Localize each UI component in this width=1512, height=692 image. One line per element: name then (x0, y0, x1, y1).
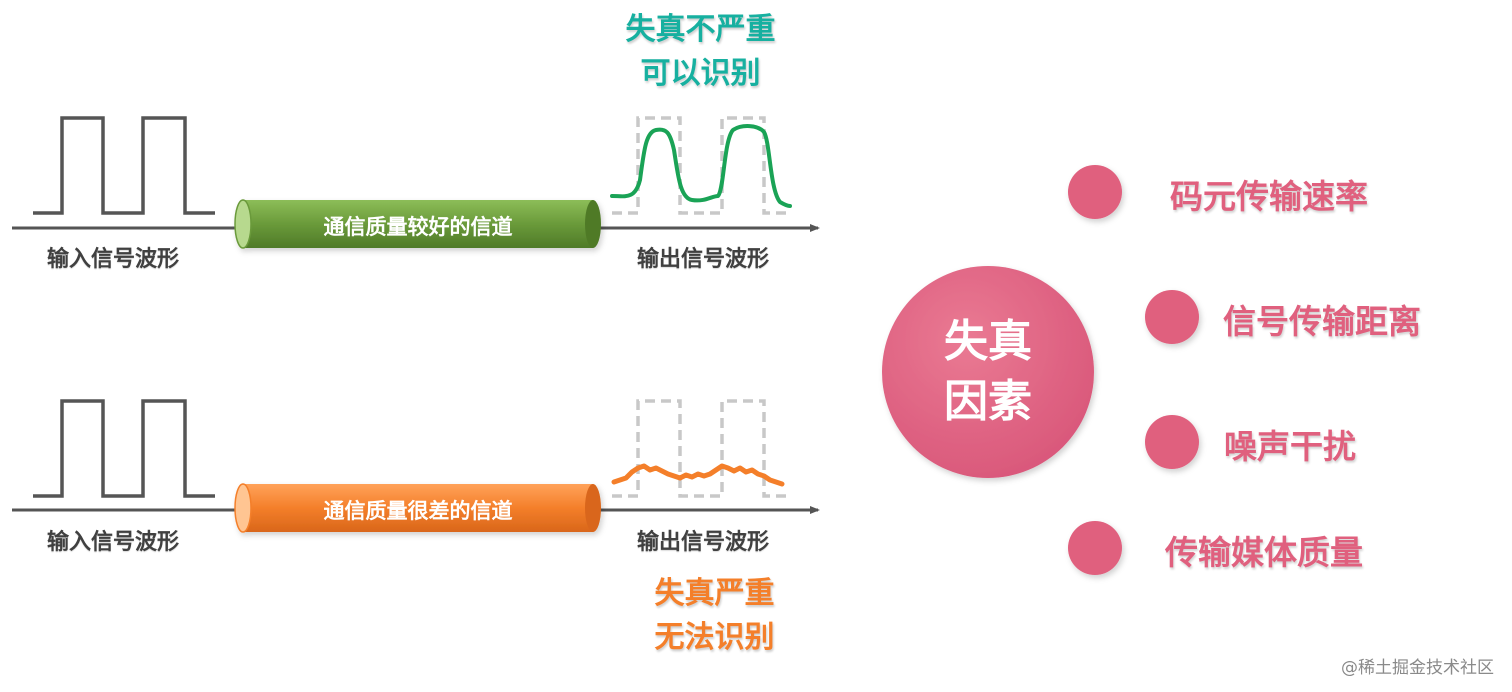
bottom-note: 失真严重 无法识别 (622, 572, 807, 660)
factor-bullet-1 (1068, 165, 1122, 219)
top-note: 失真不严重 可以识别 (608, 8, 793, 96)
bottom-reference-dashed-wave (612, 399, 790, 498)
top-reference-dashed-wave (612, 116, 790, 215)
bottom-note-line1: 失真严重 (654, 576, 775, 611)
bottom-channel-label: 通信质量很差的信道 (323, 499, 513, 523)
watermark: @稀土掘金技术社区 (1341, 658, 1494, 678)
top-note-line2: 可以识别 (640, 56, 761, 91)
top-input-square-wave (33, 116, 215, 215)
top-input-label: 输入信号波形 (47, 247, 180, 272)
bottom-output-label: 输出信号波形 (637, 530, 770, 555)
top-output-label: 输出信号波形 (637, 247, 770, 272)
bottom-note-line2: 无法识别 (654, 620, 775, 655)
top-channel-pipe (234, 199, 601, 249)
distortion-factors-title: 失真 因素 (898, 312, 1078, 432)
top-output-wave (610, 124, 792, 208)
distortion-factors-center-circle (882, 266, 1094, 478)
factor-bullet-2 (1145, 290, 1199, 344)
top-channel-label: 通信质量较好的信道 (323, 215, 513, 239)
distortion-factors-title-line2: 因素 (944, 376, 1032, 427)
bottom-output-wave (611, 463, 785, 487)
bottom-input-label: 输入信号波形 (47, 530, 180, 555)
factor-bullet-4 (1068, 521, 1122, 575)
bottom-input-square-wave (33, 399, 215, 498)
bottom-channel-pipe (234, 483, 601, 533)
factor-label-1: 码元传输速率 (1170, 177, 1368, 216)
factor-label-3: 噪声干扰 (1224, 427, 1356, 466)
distortion-factors-title-line1: 失真 (944, 316, 1032, 367)
top-note-line1: 失真不严重 (625, 12, 776, 47)
factor-label-4: 传输媒体质量 (1165, 533, 1363, 572)
factor-bullet-3 (1145, 415, 1199, 469)
factor-label-2: 信号传输距离 (1223, 302, 1421, 341)
